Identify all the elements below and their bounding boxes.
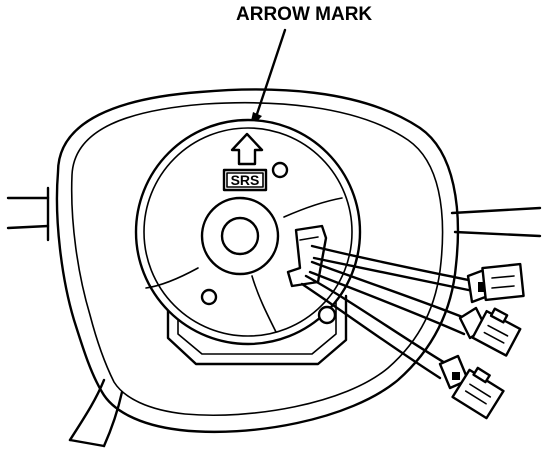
mounting-hole-lower-left (200, 288, 218, 306)
steering-wheel-housing (55, 88, 460, 433)
column-stalk-right (450, 206, 542, 238)
srs-text: SRS (231, 172, 260, 188)
lower-lever (68, 378, 124, 448)
mounting-bracket-inner (177, 297, 337, 355)
srs-badge: SRS (222, 168, 268, 192)
wire-harness (300, 244, 480, 380)
connector-middle (458, 306, 522, 357)
arrow-mark-label: ARROW MARK (236, 4, 372, 25)
mounting-bracket (166, 294, 348, 366)
connector-bottom (438, 354, 505, 420)
column-stalk-left (6, 186, 50, 242)
alignment-arrow-icon (230, 132, 264, 166)
harness-connector-block (286, 224, 328, 288)
mounting-hole-upper-right (271, 161, 289, 179)
steering-wheel-housing-inner (70, 101, 444, 417)
callout-leader-line (249, 28, 287, 130)
connector-top (466, 262, 525, 304)
mounting-hole-lower-right (317, 305, 337, 325)
center-hub (200, 196, 280, 276)
